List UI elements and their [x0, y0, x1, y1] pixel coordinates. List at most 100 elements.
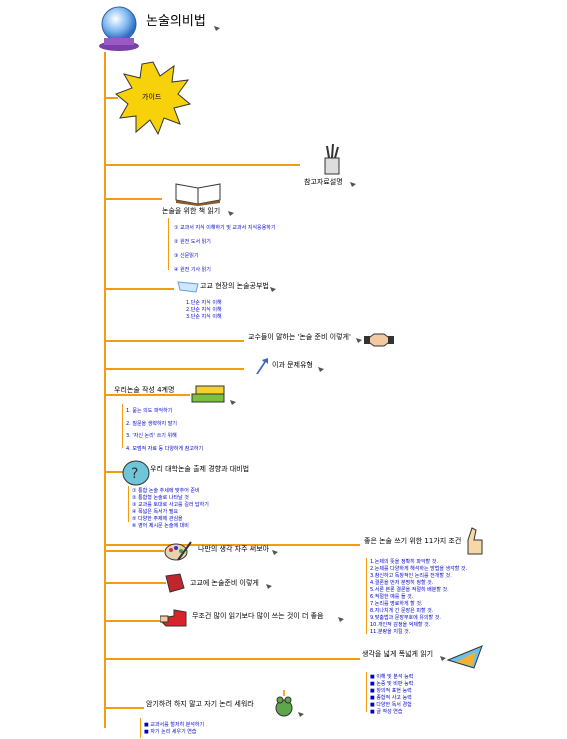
list-item[interactable]: ⑤ 다양한 주제에 관심을 [132, 516, 183, 522]
link-cursor-icon[interactable] [338, 617, 344, 622]
link-cursor-icon[interactable] [350, 182, 356, 187]
branch-line [104, 471, 126, 473]
star-burst-icon [115, 61, 192, 136]
list-item[interactable]: ■ 논증 및 비판 능력 [370, 681, 414, 687]
branch-line [104, 164, 300, 166]
link-cursor-icon[interactable] [440, 656, 446, 661]
list-item[interactable]: ■ 종합적 사고 능력 [370, 695, 412, 701]
list-item[interactable]: ② 통합형 논술로 나타날 것 [132, 495, 189, 501]
question-icon: ? [122, 460, 150, 486]
palette-icon [164, 541, 192, 561]
list-item[interactable]: 3. '자신 논리' 쓰기 위해 [126, 433, 177, 439]
list-item[interactable]: ■ 창의적 표현 능력 [370, 688, 412, 694]
list-item[interactable]: 7.논리를 명료하게 할 것. [370, 601, 423, 607]
teachers-label[interactable]: 교수들이 말하는 '논술 준비 이렇게' [248, 333, 351, 341]
prep-label[interactable]: 논술을 위한 책 읽기 [162, 207, 221, 215]
wrong-label[interactable]: 이과 문제유형 [272, 361, 313, 369]
paper-plane-icon [446, 645, 483, 669]
pencil-cup-icon [324, 144, 340, 175]
rather-label[interactable]: 무조건 많이 읽기보다 많이 쓰는 것이 더 좋음 [192, 612, 324, 620]
list-item[interactable]: 10.개인적 감정을 억제할 것. [370, 622, 431, 628]
red-book-icon [165, 573, 185, 593]
list-item[interactable]: ④ 폭넓은 독서가 필요 [132, 509, 179, 515]
list-item[interactable]: ■ 자기 논리 세우기 연습 [144, 729, 197, 735]
problems-label[interactable]: 우리 대학논술 출제 경향과 대비법 [150, 465, 250, 473]
branch-line [366, 672, 367, 712]
list-item[interactable]: ③ 교과를 토대로 사고를 길러 답하기 [132, 502, 209, 508]
practice-label[interactable]: 고교에 논술준비 이렇게 [190, 579, 259, 587]
list-item[interactable]: 11.분량을 지킬 것. [370, 629, 411, 635]
list-item[interactable]: 1.논제의 뜻을 정확히 파악할 것. [370, 559, 438, 565]
thinking-label[interactable]: 나만의 생각 자주 써보아 [198, 545, 270, 553]
guide-label[interactable]: 가이드 [142, 93, 162, 101]
branch-line [104, 544, 360, 546]
list-item[interactable]: ① 교과서 지식 이해하기 및 교과서 지식응용하기 [174, 225, 276, 231]
page-title: 논술의비법 [146, 14, 206, 29]
link-cursor-icon[interactable] [298, 712, 304, 717]
branch-line [104, 707, 144, 709]
open-book-icon [175, 183, 221, 206]
list-item[interactable]: 6.적절한 예를 들 것. [370, 594, 414, 600]
main-spine [104, 52, 106, 728]
branch-line [104, 582, 166, 584]
link-cursor-icon[interactable] [356, 338, 362, 343]
handshake-icon [364, 333, 394, 347]
think-expand-label[interactable]: 생각을 넓게 폭넓게 읽기 [362, 650, 434, 658]
list-item[interactable]: 2.논제를 다양하게 해석하는 방법을 생각할 것. [370, 566, 468, 572]
arrow-up-icon [256, 358, 268, 374]
link-cursor-icon[interactable] [270, 287, 276, 292]
list-item[interactable]: 4. 모범적 자료 등 다양하게 참고하기 [126, 446, 204, 452]
link-cursor-icon[interactable] [230, 400, 236, 405]
memorize-label[interactable]: 암기하려 하지 말고 자기 논리 세워라 [146, 700, 254, 708]
good-conditions-label[interactable]: 좋은 논술 쓰기 위한 11가지 조건 [364, 537, 462, 545]
list-item[interactable]: 4.결론을 먼저 분명히 정할 것. [370, 580, 434, 586]
link-cursor-icon[interactable] [228, 211, 234, 216]
list-item[interactable]: 5.서론 본론 결론을 적절히 배분할 것. [370, 587, 449, 593]
list-item[interactable]: 2. 질문을 생략하지 말기 [126, 421, 177, 427]
list-item[interactable]: 2.단순 지식 이해 [186, 307, 222, 313]
list-item[interactable]: ④ 원전 기사 읽기 [174, 267, 211, 273]
thumbs-up-icon [467, 527, 483, 555]
list-item[interactable]: ■ 글 작성 연습 [370, 709, 403, 715]
branch-line [366, 558, 367, 634]
reference-label[interactable]: 참고자료설명 [304, 178, 343, 186]
list-item[interactable]: ① 통합 논술 추세에 맞추어 준비 [132, 488, 200, 494]
svg-text:?: ? [131, 466, 138, 482]
list-item[interactable]: ⑥ 영어 제시문 논술에 대비 [132, 523, 189, 529]
branch-line [168, 218, 169, 270]
list-item[interactable]: ② 원전 도서 읽기 [174, 239, 211, 245]
branch-line [104, 97, 118, 99]
highschool-label[interactable]: 고교 현장의 논술공부법 [200, 282, 269, 290]
list-item[interactable]: 8.지나치게 긴 문장은 피할 것. [370, 608, 434, 614]
list-item[interactable]: ■ 다양한 독서 경험 [370, 702, 412, 708]
branch-line [104, 620, 162, 622]
link-cursor-icon[interactable] [266, 584, 272, 589]
list-item[interactable]: ③ 신문읽기 [174, 253, 199, 259]
books-icon [191, 385, 225, 403]
branch-line [104, 658, 360, 660]
pointing-hand-icon [160, 609, 187, 627]
list-item[interactable]: 1. 묻는 의도 파악하기 [126, 408, 173, 414]
list-item[interactable]: ■ 이해 및 분석 능력 [370, 674, 414, 680]
list-item[interactable]: 3.단순 지식 이해 [186, 314, 222, 320]
list-item[interactable]: 3.참신하고 독창적인 논리를 전개할 것. [370, 573, 452, 579]
list-item[interactable]: 1.단순 지식 이해 [186, 300, 222, 306]
branch-line [104, 198, 162, 200]
branch-line [122, 404, 123, 448]
list-item[interactable]: 9.맞춤법과 문장부호에 유의할 것. [370, 615, 441, 621]
frog-icon [275, 690, 293, 717]
branch-line [104, 394, 190, 396]
list-item[interactable]: ■ 교과서를 철저히 분석하기 [144, 722, 205, 728]
link-cursor-icon[interactable] [318, 367, 324, 372]
branch-line [104, 368, 244, 370]
crystal-ball-icon [99, 6, 139, 51]
branch-line [104, 288, 174, 290]
link-cursor-icon[interactable] [272, 550, 278, 555]
branch-line [104, 340, 244, 342]
branch-line [140, 718, 141, 738]
paper-icon [177, 281, 199, 293]
branch-line [128, 486, 129, 522]
branch-line [104, 550, 164, 552]
write-four-label[interactable]: 우리논술 작성 4계명 [114, 386, 175, 394]
link-cursor-icon[interactable] [214, 26, 220, 31]
